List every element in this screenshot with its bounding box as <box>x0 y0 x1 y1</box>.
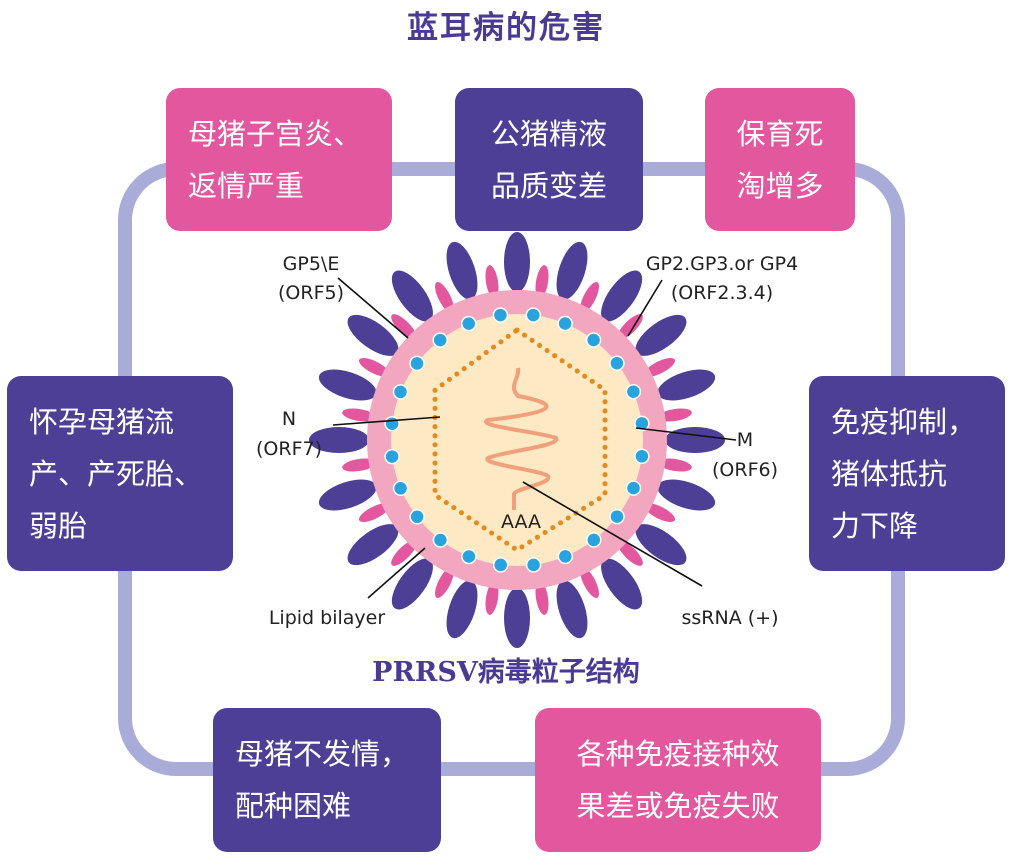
gp5-spike <box>556 241 588 300</box>
gp234-spike <box>535 265 549 299</box>
gp234-spike <box>658 458 692 472</box>
m-protein-dot <box>409 355 425 372</box>
box-nursery-mortality-text: 保育死 淘增多 <box>736 116 824 203</box>
gp5-spike <box>504 588 530 648</box>
label-gp5: GP5\E <box>283 253 340 275</box>
m-protein-dot <box>525 307 542 323</box>
leader-lines <box>332 277 737 599</box>
m-protein-dot <box>609 508 625 525</box>
m-protein-dot <box>585 332 602 348</box>
gp5-spike <box>504 232 530 292</box>
envelope-spikes <box>309 232 725 648</box>
gp5-spike <box>347 524 399 566</box>
m-protein-dot <box>432 332 448 348</box>
label-orf234: (ORF2.3.4) <box>671 282 773 304</box>
gp234-spike <box>658 408 692 422</box>
m-protein-dot <box>525 557 542 573</box>
gp5-spike <box>601 270 643 322</box>
label-orf6: (ORF6) <box>712 459 778 481</box>
membrane-proteins-m <box>384 307 650 573</box>
box-nursery-mortality: 保育死 淘增多 <box>705 88 855 231</box>
m-protein-dot <box>625 480 642 496</box>
gp234-spike <box>535 581 549 615</box>
box-abortion-stillbirth-text: 怀孕母猪流 产、产死胎、 弱胎 <box>29 404 204 543</box>
box-vaccination-failure-text: 各种免疫接种效 果差或免疫失败 <box>576 737 780 823</box>
ssrna-genome <box>484 367 559 510</box>
m-protein-dot <box>609 355 625 371</box>
m-protein-dot <box>461 548 477 565</box>
virion-core <box>391 314 643 566</box>
m-protein-dot <box>409 509 425 525</box>
box-boar-semen-quality: 公猪精液 品质变差 <box>455 88 643 231</box>
m-protein-dot <box>392 384 409 400</box>
label-gp234: GP2.GP3.or GP4 <box>646 253 798 275</box>
gp5-spike <box>446 580 478 639</box>
label-orf5: (ORF5) <box>278 282 344 304</box>
gp5-spike <box>657 479 716 511</box>
nucleocapsid-n <box>432 326 608 553</box>
box-sow-no-estrus: 母猪不发情， 配种困难 <box>213 708 441 852</box>
m-protein-dot <box>492 557 509 573</box>
m-protein-dot <box>392 480 409 497</box>
gp5-spike <box>635 314 687 356</box>
box-abortion-stillbirth: 怀孕母猪流 产、产死胎、 弱胎 <box>7 376 233 571</box>
box-boar-semen-quality-text: 公猪精液 品质变差 <box>490 116 607 203</box>
label-ssrna: ssRNA (+) <box>682 607 779 629</box>
box-vaccination-failure: 各种免疫接种效 果差或免疫失败 <box>535 708 821 852</box>
gp5-spike <box>391 558 433 610</box>
gp5-spike <box>347 314 399 356</box>
m-protein-dot <box>557 315 573 332</box>
label-m: M <box>737 429 753 451</box>
m-protein-dot <box>492 307 509 323</box>
box-uterine-inflammation-text: 母猪子宫炎、 返情严重 <box>188 116 363 203</box>
label-orf7: (ORF7) <box>256 438 322 460</box>
label-aaa: AAA <box>501 511 541 533</box>
gp5-spike <box>635 524 687 566</box>
box-sow-no-estrus-text: 母猪不发情， 配种困难 <box>235 737 410 823</box>
gp234-spike <box>644 503 675 522</box>
gp5-spike <box>318 369 377 401</box>
page-title: 蓝耳病的危害 <box>407 10 605 46</box>
gp234-spike <box>391 540 417 566</box>
label-lipid-bilayer: Lipid bilayer <box>269 607 385 629</box>
gp234-spike <box>391 314 417 340</box>
gp234-spike <box>342 408 376 422</box>
m-protein-dot <box>634 448 650 465</box>
gp234-spike <box>359 358 390 377</box>
box-immunosuppression-text: 免疫抑制， 猪体抵抗 力下降 <box>831 404 977 543</box>
gp234-spike <box>435 567 454 598</box>
gp234-spike <box>580 567 599 598</box>
m-protein-dot <box>432 532 449 548</box>
gp5-spike <box>657 369 716 401</box>
prrsv-virion-diagram: GP5\E (ORF5) GP2.GP3.or GP4 (ORF2.3.4) N… <box>256 232 798 648</box>
gp5-spike <box>665 427 725 453</box>
label-n: N <box>282 408 296 430</box>
m-protein-dot <box>625 383 642 400</box>
gp5-spike <box>601 558 643 610</box>
gp234-spike <box>435 282 454 313</box>
gp5-spike <box>318 479 377 511</box>
gp234-spike <box>644 358 675 377</box>
gp234-spike <box>485 581 499 615</box>
gp234-spike <box>359 503 390 522</box>
gp5-spike <box>446 241 478 300</box>
gp234-spike <box>617 540 643 566</box>
m-protein-dot <box>384 415 400 432</box>
m-protein-dot <box>460 315 477 332</box>
virion-structure-caption: PRRSV病毒粒子结构 <box>372 657 640 688</box>
gp5-spike <box>309 427 369 453</box>
box-uterine-inflammation: 母猪子宫炎、 返情严重 <box>166 88 392 231</box>
gp5-spike <box>556 580 588 639</box>
m-protein-dot <box>384 448 400 465</box>
m-protein-dot <box>557 548 574 565</box>
gp5-spike <box>391 270 433 322</box>
gp234-spike <box>342 458 376 472</box>
gp234-spike <box>485 265 499 299</box>
m-protein-dot <box>586 532 602 548</box>
box-immunosuppression: 免疫抑制， 猪体抵抗 力下降 <box>809 376 1005 571</box>
gp234-spike <box>580 282 599 313</box>
m-protein-dot <box>634 415 650 432</box>
